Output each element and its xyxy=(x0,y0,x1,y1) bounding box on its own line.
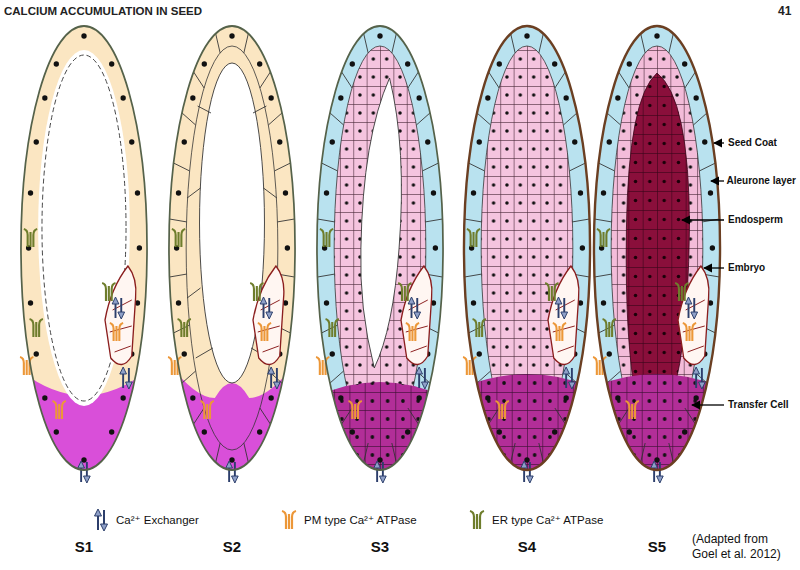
stage-label: S1 xyxy=(64,538,104,556)
cell-walls xyxy=(595,34,720,463)
transporter-symbols xyxy=(316,229,428,483)
legend-symbol xyxy=(468,508,486,532)
nuclei xyxy=(26,33,142,463)
legend-symbol xyxy=(280,508,298,532)
legend-item: Ca²⁺ Exchanger xyxy=(92,508,199,532)
stage-label: S4 xyxy=(507,538,547,556)
label-holder: Seed Coat xyxy=(728,136,777,150)
label-holder: Aleurone layer xyxy=(727,174,796,188)
label-holder: 41 xyxy=(778,4,791,18)
label-holder: Endosperm xyxy=(728,213,783,227)
aleurone-layer xyxy=(21,26,147,470)
stage-label: S2 xyxy=(212,538,252,556)
page-title: CALCIUM ACCUMULATION IN SEED xyxy=(4,4,202,18)
cell-layer-boundary xyxy=(186,46,278,450)
title-holder: CALCIUM ACCUMULATION IN SEED xyxy=(4,4,202,18)
leader-arrow xyxy=(711,180,724,181)
source-caption: (Adapted from Goel et al. 2012) xyxy=(692,532,792,562)
caption-holder: (Adapted from Goel et al. 2012) xyxy=(692,532,792,562)
seed-stage-2 xyxy=(165,26,299,483)
transporter-symbols xyxy=(168,229,280,483)
nuclei xyxy=(322,33,438,463)
label-holder: S1 xyxy=(64,538,104,556)
part-label: Transfer Cell xyxy=(728,398,789,412)
legend-text: ER type Ca²⁺ ATPase xyxy=(492,508,603,532)
leader-arrow xyxy=(714,142,724,143)
page-number: 41 xyxy=(778,4,791,18)
label-holder: S5 xyxy=(637,538,677,556)
seed-stage-5 xyxy=(590,26,724,483)
seed-coat xyxy=(169,26,295,470)
leader-arrows xyxy=(682,143,724,405)
part-label: Aleurone layer xyxy=(727,174,796,188)
seed-stage-4 xyxy=(460,26,594,483)
seed-stage-3 xyxy=(313,26,447,483)
transporter-symbols xyxy=(463,229,575,483)
cell-walls xyxy=(465,34,590,463)
stage-label: S5 xyxy=(637,538,677,556)
leader-arrow xyxy=(692,404,724,405)
transporter-symbols xyxy=(593,229,705,483)
leader-arrow xyxy=(682,219,724,220)
central-cavity xyxy=(361,78,402,368)
label-holder: S2 xyxy=(212,538,252,556)
seed-coat xyxy=(21,26,147,470)
cell-walls xyxy=(170,34,295,463)
filled-endosperm xyxy=(626,73,689,408)
legend-item: PM type Ca²⁺ ATPase xyxy=(280,508,417,532)
label-holder: S3 xyxy=(360,538,400,556)
legend-text: PM type Ca²⁺ ATPase xyxy=(304,508,417,532)
seed-stage-1 xyxy=(17,26,151,483)
legend-symbol xyxy=(92,508,110,532)
label-holder: S4 xyxy=(507,538,547,556)
nuclei xyxy=(174,33,290,463)
seed-coat xyxy=(594,26,720,470)
cell-walls xyxy=(318,34,443,463)
nuclei xyxy=(469,33,585,463)
leader-arrow xyxy=(704,267,724,268)
nuclei xyxy=(599,33,715,463)
legend-item: ER type Ca²⁺ ATPase xyxy=(468,508,603,532)
label-holder: Transfer Cell xyxy=(728,398,789,412)
seed-coat xyxy=(317,26,443,470)
part-label: Embryo xyxy=(728,261,765,275)
part-label: Endosperm xyxy=(728,213,783,227)
transporter-symbols xyxy=(20,229,132,483)
legend-text: Ca²⁺ Exchanger xyxy=(116,508,199,532)
label-holder: Embryo xyxy=(728,261,765,275)
seed-coat xyxy=(464,26,590,470)
part-label: Seed Coat xyxy=(728,136,777,150)
stage-label: S3 xyxy=(360,538,400,556)
